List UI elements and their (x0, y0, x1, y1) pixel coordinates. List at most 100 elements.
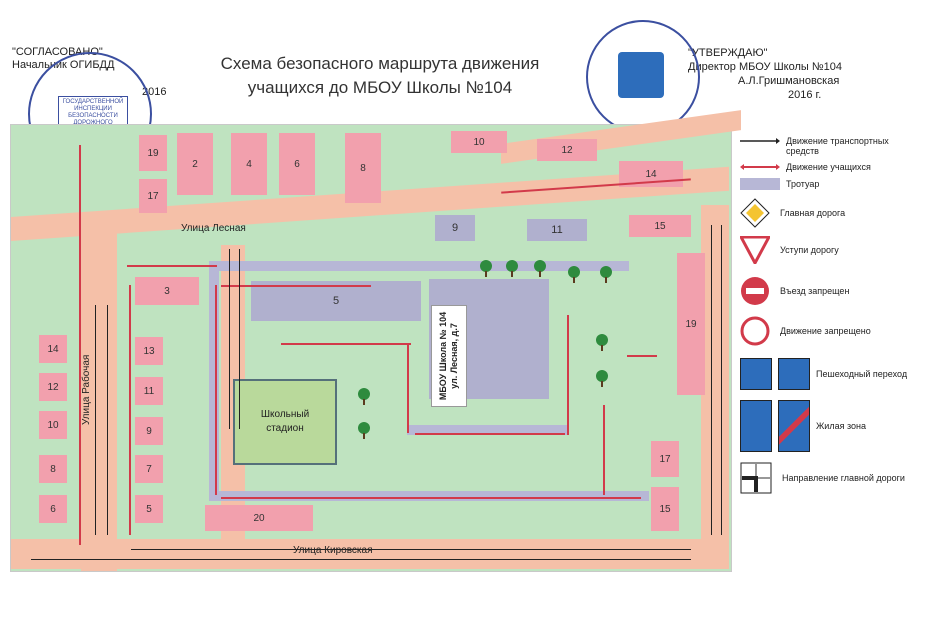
building-7: 7 (135, 455, 163, 483)
title-line-1: Схема безопасного маршрута движения (220, 54, 540, 73)
sidewalk-swatch (740, 178, 780, 190)
crossing-sign-icon (740, 358, 772, 390)
traffic-route (229, 249, 230, 429)
street-label-kirovskaya: Улица Кировская (293, 545, 373, 556)
student-route (627, 355, 657, 357)
building-20: 20 (205, 505, 313, 531)
sidewalk-left (209, 261, 219, 501)
traffic-route (131, 549, 691, 550)
building-19-e: 19 (677, 253, 705, 395)
school-label-line-2: ул. Лесная, д.7 (449, 323, 460, 389)
approve-name: А.Л.Гришмановская (738, 75, 840, 87)
building-9: 9 (435, 215, 475, 241)
route-map: 19 2 4 6 8 10 12 14 15 17 3 9 11 5 14 12… (10, 110, 741, 572)
building-17-n: 17 (139, 179, 167, 213)
sidewalk-school (407, 425, 567, 435)
building-8: 8 (345, 133, 381, 203)
building-17-e: 17 (651, 441, 679, 477)
school-stadium: Школьный стадион (233, 379, 337, 465)
building-6: 6 (279, 133, 315, 195)
approve-director: Директор МБОУ Школы №104 (688, 61, 843, 73)
student-route (221, 285, 371, 287)
stadium-line-2: стадион (266, 423, 304, 434)
building-8-w: 8 (39, 455, 67, 483)
no-entry-sign-icon (741, 277, 769, 305)
tree-icon (534, 260, 546, 277)
legend-no-entry: Въезд запрещен (740, 276, 849, 306)
main-direction-sign-icon (740, 462, 772, 494)
legend-traffic: Движение транспортных средств (740, 136, 896, 156)
tree-icon (358, 422, 370, 439)
road-kirovskaya (11, 539, 729, 569)
school-label-line-1: МБОУ Школа № 104 (438, 311, 449, 401)
school-label: МБОУ Школа № 104 ул. Лесная, д.7 (431, 305, 467, 407)
building-10: 10 (451, 131, 507, 153)
sidewalk-top (209, 261, 629, 271)
building-13: 13 (135, 337, 163, 365)
living-zone-end-sign-icon (778, 400, 810, 452)
tree-icon (596, 334, 608, 351)
main-road-sign-icon (740, 198, 770, 228)
student-route (603, 405, 605, 495)
legend-yield: Уступи дорогу (740, 236, 839, 264)
approve-year: 2016 г. (788, 89, 822, 101)
legend-living-zone-label: Жилая зона (816, 421, 866, 431)
traffic-route (31, 559, 691, 560)
student-route (215, 285, 217, 495)
building-5: 5 (251, 281, 421, 321)
legend-students: Движение учащихся (740, 162, 871, 172)
student-route (567, 315, 569, 435)
legend-traffic-label: Движение транспортных средств (786, 136, 889, 156)
living-zone-sign-icon (740, 400, 772, 452)
tree-icon (506, 260, 518, 277)
student-route (221, 497, 641, 499)
traffic-route (95, 305, 96, 535)
building-11-w: 11 (135, 377, 163, 405)
legend-crossing-label: Пешеходный переход (816, 369, 908, 379)
building-19: 19 (139, 135, 167, 171)
traffic-route (721, 225, 722, 535)
legend-yield-label: Уступи дорогу (780, 245, 839, 255)
title-line-2: учащихся до МБОУ Школы №104 (247, 78, 513, 97)
legend-main-direction: Направление главной дороги (740, 462, 905, 494)
yield-sign-icon (740, 236, 770, 264)
building-4: 4 (231, 133, 267, 195)
traffic-route (107, 305, 108, 535)
road-rabochaya (81, 225, 117, 571)
student-route (127, 265, 217, 267)
building-5-w: 5 (135, 495, 163, 523)
building-2: 2 (177, 133, 213, 195)
stadium-line-1: Школьный (260, 409, 310, 420)
coat-of-arms-icon (618, 52, 664, 98)
legend-sidewalk-label: Тротуар (786, 179, 820, 189)
student-route (415, 433, 565, 435)
tree-icon (596, 370, 608, 387)
legend-no-entry-label: Въезд запрещен (780, 286, 850, 296)
street-label-rabochaya: Улица Рабочая (81, 354, 92, 425)
building-15-n: 15 (629, 215, 691, 237)
map-title: Схема безопасного маршрута движения учащ… (190, 52, 570, 100)
black-arrow-icon (740, 138, 780, 144)
crossing-sign-icon (778, 358, 810, 390)
tree-icon (358, 388, 370, 405)
legend-main-direction-label: Направление главной дороги (782, 473, 905, 483)
legend-students-label: Движение учащихся (786, 162, 871, 172)
legend-no-traffic-label: Движение запрещено (780, 326, 871, 336)
building-10-w: 10 (39, 411, 67, 439)
student-route (79, 145, 81, 545)
building-12-w: 12 (39, 373, 67, 401)
tree-icon (568, 266, 580, 283)
no-traffic-sign-icon (740, 316, 770, 346)
red-arrow-icon (740, 164, 780, 170)
legend-main-road: Главная дорога (740, 198, 845, 228)
school-stamp (586, 20, 700, 134)
road-east (701, 205, 729, 555)
legend-main-road-label: Главная дорога (780, 208, 846, 218)
traffic-route (239, 249, 240, 429)
legend-no-traffic: Движение запрещено (740, 316, 871, 346)
sidewalk-bottom (209, 491, 649, 501)
student-route (129, 285, 131, 535)
building-14-w: 14 (39, 335, 67, 363)
legend-sidewalk: Тротуар (740, 178, 819, 190)
building-12: 12 (537, 139, 597, 161)
